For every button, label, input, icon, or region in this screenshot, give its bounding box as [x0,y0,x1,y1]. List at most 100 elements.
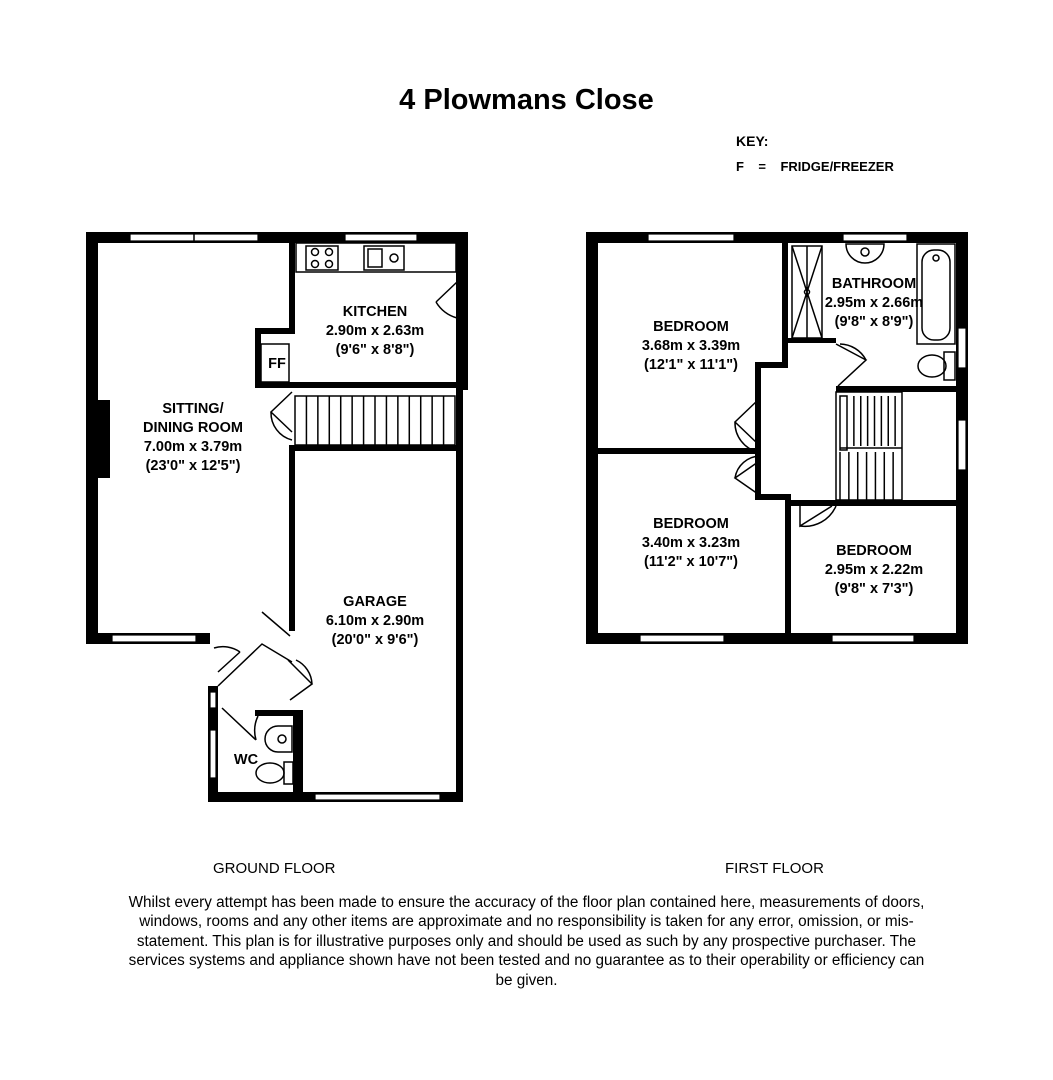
room-dimensions-metric: 2.95m x 2.22m [825,562,923,578]
wall [293,710,303,798]
room-label-bedroom-2: BEDROOM 3.40m x 3.23m (11'2" x 10'7") [642,516,740,570]
room-label-bedroom-1: BEDROOM 3.68m x 3.39m (12'1" x 11'1") [642,319,740,373]
room-label-bathroom: BATHROOM 2.95m x 2.66m (9'8" x 8'9") [825,276,923,330]
toilet-cistern [283,761,294,785]
toilet-pan [917,354,947,378]
page-title: 4 Plowmans Close [399,84,654,116]
first-floor-label: FIRST FLOOR [725,860,824,877]
wall [755,362,788,368]
window [209,729,217,779]
room-label-sitting-dining: SITTING/ DINING ROOM 7.00m x 3.79m (23'0… [143,401,243,474]
door-swing [221,707,259,741]
room-dimensions-imperial: (9'6" x 8'8") [336,342,415,358]
room-name: KITCHEN [343,304,407,320]
stair-treads [305,396,445,445]
wall [586,633,968,644]
room-dimensions-metric: 2.95m x 2.66m [825,295,923,311]
hob-ring [324,247,334,257]
wall [456,232,468,390]
stair-treads [839,396,902,500]
door-swing [733,455,761,495]
wall [598,448,760,454]
wall [785,494,791,634]
key-symbol: F [736,159,744,174]
room-dimensions-metric: 3.68m x 3.39m [642,338,740,354]
wall [289,451,295,631]
window [344,233,418,242]
window [639,634,725,643]
door-swing [733,399,759,453]
ground-floor-plan [86,232,468,802]
window [957,327,967,369]
ground-floor-label: GROUND FLOOR [213,860,336,877]
wall [255,382,463,388]
room-name: SITTING/ [162,401,223,417]
room-name-line2: DINING ROOM [143,420,243,436]
room-dimensions-metric: 7.00m x 3.79m [144,439,242,455]
window [831,634,915,643]
wall [836,386,957,392]
wall [782,243,788,363]
bath-taps [932,254,940,262]
key-heading: KEY: [736,133,769,149]
first-floor-plan [586,232,968,644]
room-dimensions-imperial: (20'0" x 9'6") [332,632,419,648]
hob-ring [310,259,320,269]
room-dimensions-imperial: (9'8" x 8'9") [835,314,914,330]
bath [916,243,956,345]
wall [255,710,303,716]
room-dimensions-imperial: (23'0" x 12'5") [146,458,241,474]
sink [363,245,405,271]
window [647,233,735,242]
disclaimer-text: Whilst every attempt has been made to en… [128,894,925,989]
room-label-bedroom-3: BEDROOM 2.95m x 2.22m (9'8" x 7'3") [825,543,923,597]
door-swing [799,505,837,528]
room-dimensions-imperial: (11'2" x 10'7") [644,554,738,570]
room-dimensions-imperial: (12'1" x 11'1") [644,357,738,373]
kitchen-worktop [295,242,457,273]
wall [755,362,761,494]
room-label-garage: GARAGE 6.10m x 2.90m (20'0" x 9'6") [326,594,424,648]
hob [305,245,339,271]
wall [255,328,295,334]
shower-drain [803,288,811,296]
room-name: BATHROOM [832,276,916,292]
basin-bowl [860,247,870,257]
wall [586,232,968,243]
window [842,233,908,242]
wall [788,338,836,343]
wall [86,232,468,243]
staircase [835,391,903,501]
door-swing [835,343,868,387]
window [957,419,967,471]
window [111,634,197,643]
door-swing [269,391,293,441]
fridge-freezer-space [260,343,290,383]
room-name: BEDROOM [653,319,729,335]
key-equals: = [758,159,766,174]
wall [586,232,598,644]
room-dimensions-metric: 3.40m x 3.23m [642,535,740,551]
room-name: GARAGE [343,594,407,610]
garage-door-opening [314,793,441,801]
room-name: BEDROOM [836,543,912,559]
door-swing [287,659,314,701]
door-swing [435,281,458,319]
wall [755,494,790,500]
wash-basin [264,725,293,753]
bathroom-basin [845,243,885,264]
key-meaning: FRIDGE/FREEZER [780,159,894,174]
window [209,691,217,709]
chimney-breast [98,400,110,478]
basin-bowl [277,734,287,744]
sink-drainer [367,248,383,268]
wall [785,500,957,506]
wall [255,328,261,388]
key-item: F = FRIDGE/FREEZER [736,159,894,174]
toilet-cistern [943,351,956,381]
room-name: BEDROOM [653,516,729,532]
sink-bowl [389,253,399,263]
wall [289,445,463,451]
hob-ring [324,259,334,269]
